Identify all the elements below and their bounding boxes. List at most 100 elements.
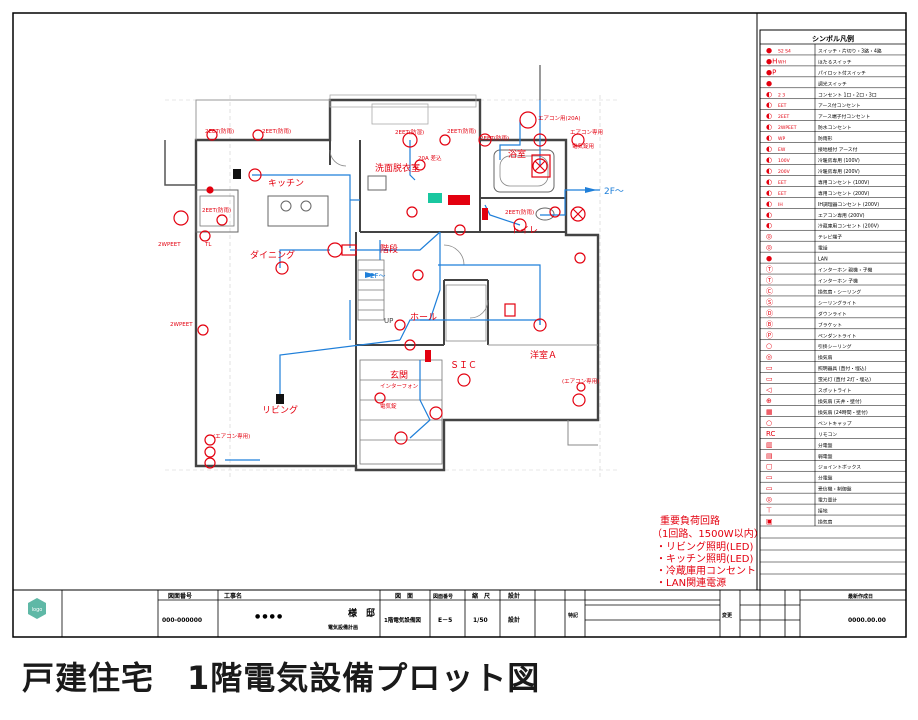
legend-description: 蛍光灯 (直付 2灯・埋込) — [818, 376, 871, 383]
legend-symbol: Ⓒ — [766, 287, 773, 295]
svg-text:設計: 設計 — [508, 616, 520, 624]
legend-symbol: Ⓢ — [766, 298, 773, 306]
title-block — [61, 590, 906, 637]
svg-text:2EET(防雨): 2EET(防雨) — [205, 127, 234, 135]
svg-text:1/50: 1/50 — [473, 617, 488, 624]
legend-description: 弱電盤 — [818, 453, 833, 460]
legend-abbrev: S2 S4 — [778, 48, 791, 54]
legend-description: 接地極付 アース付 — [818, 146, 858, 153]
room-entrance: 玄関 — [390, 369, 408, 381]
legend-description: エアコン専用 (200V) — [818, 212, 865, 219]
to-2f-label: 2F～ — [604, 187, 624, 197]
legend-description: 専用コンセント (100V) — [818, 179, 869, 186]
legend-symbol: ◐ — [766, 189, 772, 197]
room-bath: 浴室 — [508, 148, 526, 160]
room-kitchen: キッチン — [268, 178, 304, 189]
room-washroom: 洗面脱衣室 — [375, 162, 420, 174]
svg-text:2EET(防雨): 2EET(防雨) — [447, 127, 476, 135]
legend-symbol: ●P — [766, 68, 776, 76]
legend-description: アース端子付コンセント — [818, 113, 870, 120]
svg-text:工事名: 工事名 — [224, 592, 242, 600]
wiring — [225, 100, 600, 461]
legend-symbol: ◐ — [766, 211, 772, 219]
svg-text:0000.00.00: 0000.00.00 — [848, 617, 886, 624]
legend-abbrev: EW — [778, 147, 786, 153]
notes-item-3: ・冷蔵庫用コンセント — [656, 564, 756, 577]
important-load-notes: 重要負荷回路 （1回路、1500W以内） ・リビング照明(LED) ・キッチン照… — [652, 514, 764, 589]
legend-description: 電話 — [818, 245, 828, 252]
room-dining: ダイニング — [250, 249, 295, 261]
legend-description: スポットライト — [818, 387, 852, 394]
room-labels: キッチン ダイニング リビング 洗面脱衣室 浴室 トイレ ホール 階段 玄関 Ｓ… — [250, 148, 624, 416]
legend-abbrev: WH — [778, 59, 786, 65]
legend-symbol: ◐ — [766, 222, 772, 230]
legend-symbol: ◎ — [766, 353, 772, 361]
svg-text:2EET(防雨): 2EET(防雨) — [202, 206, 231, 214]
legend-description: ベントキャップ — [818, 421, 852, 427]
svg-text:電気設備計画: 電気設備計画 — [328, 624, 358, 631]
legend-symbol: ◐ — [766, 156, 772, 164]
legend-description: 換気扇・シーリング — [818, 288, 861, 295]
toilet-bowl — [535, 207, 555, 221]
legend-description: 換気扇 — [818, 519, 833, 526]
legend-symbol: ◎ — [766, 244, 772, 252]
notes-item-1: ・リビング照明(LED) — [656, 540, 753, 553]
legend-description: ペンダントライト — [818, 332, 857, 339]
legend-symbol: Ⓑ — [766, 320, 773, 328]
legend-abbrev: 200V — [778, 169, 791, 175]
bathtub — [493, 149, 555, 193]
logo-text: logo — [32, 607, 43, 613]
legend-description: コンセント 1口・2口・3口 — [818, 92, 877, 98]
notes-item-2: ・キッチン照明(LED) — [656, 553, 753, 565]
svg-text:設計: 設計 — [508, 592, 520, 600]
legend-symbol: ◐ — [766, 178, 772, 186]
legend-symbol: ○ — [766, 342, 772, 350]
legend-symbol: ▭ — [766, 364, 773, 372]
legend-abbrev: 2WPEET — [778, 125, 797, 131]
svg-text:変更: 変更 — [722, 612, 733, 619]
legend-symbol: ▦ — [766, 408, 773, 416]
kitchen-counter — [195, 189, 239, 233]
legend-symbol: ◎ — [766, 233, 772, 241]
to-2f-arrows — [365, 187, 597, 278]
legend-symbol: ◐ — [766, 167, 772, 175]
legend-description: 照明器具 (直付・埋込) — [818, 365, 867, 372]
floor-plan — [164, 94, 620, 480]
svg-text:● ● ● ●: ● ● ● ● — [255, 613, 282, 620]
legend-symbol: ● — [766, 79, 772, 87]
room-stairs: 階段 — [380, 243, 398, 255]
legend-symbol: ◐ — [766, 112, 772, 120]
legend-abbrev: 2 3 — [778, 92, 785, 98]
svg-text:縮 尺: 縮 尺 — [472, 592, 490, 600]
svg-text:TL: TL — [204, 242, 212, 248]
legend-description: アース付コンセント — [818, 102, 861, 109]
svg-text:2WPEET: 2WPEET — [158, 242, 181, 248]
svg-text:2EET(防雨): 2EET(防雨) — [262, 127, 291, 135]
legend-description: 防水コンセント — [818, 124, 852, 131]
legend-symbol: ◐ — [766, 134, 772, 142]
legend-symbol: ⊤ — [766, 507, 772, 515]
notes-subtitle: （1回路、1500W以内） — [652, 527, 764, 540]
legend-description: ほたるスイッチ — [818, 59, 852, 65]
legend-abbrev: 2EET — [778, 114, 790, 120]
legend-description: ブラケット — [818, 321, 842, 328]
svg-text:2EET(防雨): 2EET(防雨) — [480, 134, 509, 142]
legend-description: リモコン — [818, 432, 837, 438]
legend-description: ダウンライト — [818, 310, 847, 317]
legend-description: 引掛シーリング — [818, 343, 852, 350]
svg-text:図面番号: 図面番号 — [168, 592, 192, 600]
notes-title: 重要負荷回路 — [660, 514, 720, 527]
title-block-text: 図面番号 工事名 000-000000 ● ● ● ● 様 邸 電気設備計画 図… — [162, 592, 886, 631]
legend-description: 電力量計 — [818, 497, 837, 504]
legend-empty-rows — [760, 537, 906, 575]
legend-symbol: ◁ — [766, 386, 772, 394]
legend-description: 受信機・制御盤 — [818, 486, 852, 493]
legend-description: 専用コンセント (200V) — [818, 190, 869, 197]
legend-symbol: ◎ — [766, 496, 772, 504]
legend-symbol: ● — [766, 255, 772, 263]
legend-abbrev: WP — [778, 136, 785, 142]
legend-description: 冷暖房専用 (200V) — [818, 168, 860, 175]
legend-description: シーリングライト — [818, 299, 857, 306]
legend-description: ジョイントボックス — [818, 464, 861, 471]
